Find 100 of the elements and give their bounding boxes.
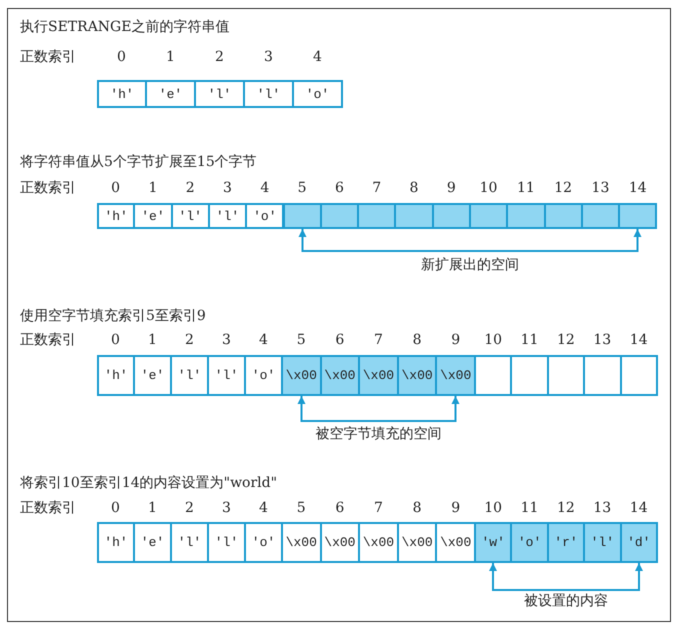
index-number: 14 <box>628 181 647 195</box>
index-number: 3 <box>222 501 231 515</box>
array-cell: \x00 <box>358 522 399 563</box>
array-cell: 'h' <box>97 80 147 108</box>
array-cell: \x00 <box>435 355 476 396</box>
index-number: 10 <box>484 333 502 347</box>
index-number: 1 <box>148 333 157 347</box>
array-cell: \x00 <box>396 522 438 563</box>
index-number: 3 <box>222 333 231 347</box>
edge-label: 新扩展出的空间 <box>421 258 519 272</box>
array-cell: 'l' <box>194 80 245 108</box>
array-cell: \x00 <box>320 522 360 563</box>
index-number: 4 <box>259 333 268 347</box>
edge-label: 被空字节填充的空间 <box>316 427 442 441</box>
index-number: 2 <box>186 181 195 195</box>
array-cell: 'o' <box>510 522 549 563</box>
index-number: 0 <box>111 501 120 515</box>
index-number: 5 <box>296 501 306 515</box>
array-cell: 'r' <box>546 522 586 563</box>
index-number: 5 <box>298 181 307 195</box>
index-number: 10 <box>480 181 498 195</box>
panel-heading: 执行SETRANGE之前的字符串值 <box>20 20 230 34</box>
index-number: 1 <box>148 501 157 515</box>
array-cell: 'o' <box>292 80 343 108</box>
array-cell: 'l' <box>583 522 622 563</box>
array-cell: 'h' <box>97 522 135 563</box>
empty-cell <box>620 355 658 396</box>
index-number: 2 <box>185 501 194 515</box>
index-number: 0 <box>111 333 120 347</box>
index-number: 12 <box>557 501 575 515</box>
array-cell: 'l' <box>208 203 248 229</box>
array-cell: 'e' <box>133 522 172 563</box>
bracket-arrow <box>298 396 460 422</box>
index-number: 12 <box>557 333 575 347</box>
panel-heading: 将字符串值从5个字节扩展至15个字节 <box>20 155 257 169</box>
index-number: 9 <box>451 501 460 515</box>
index-number: 8 <box>410 181 418 195</box>
index-number: 4 <box>313 50 322 64</box>
array-cell: 'l' <box>170 522 209 563</box>
row-label: 正数索引 <box>20 181 76 195</box>
index-number: 6 <box>334 181 344 195</box>
index-number: 12 <box>554 181 572 195</box>
array-cell: \x00 <box>320 355 360 396</box>
array-cell: \x00 <box>435 522 476 563</box>
index-number: 14 <box>630 333 648 347</box>
array-cell: 'l' <box>207 522 246 563</box>
empty-cell <box>583 355 622 396</box>
edge-label: 被设置的内容 <box>524 594 608 608</box>
index-number: 4 <box>260 181 270 195</box>
array-cell: 'o' <box>244 522 283 563</box>
bracket-arrow <box>298 229 642 252</box>
index-number: 0 <box>111 181 120 195</box>
index-number: 13 <box>593 501 612 515</box>
array-cell: 'd' <box>620 522 658 563</box>
array-cell: \x00 <box>396 355 438 396</box>
index-number: 8 <box>412 501 422 515</box>
array-cell: 'l' <box>243 80 294 108</box>
array-cell: 'l' <box>207 355 246 396</box>
array-cell: 'w' <box>474 522 512 563</box>
index-number: 4 <box>259 501 268 515</box>
row-label: 正数索引 <box>20 50 76 64</box>
index-number: 1 <box>148 181 158 195</box>
panel-heading: 将索引10至索引14的内容设置为"world" <box>20 476 278 490</box>
index-number: 13 <box>593 333 612 347</box>
index-number: 9 <box>451 333 460 347</box>
panel-heading: 使用空字节填充索引5至索引9 <box>20 309 206 323</box>
empty-cell <box>474 355 512 396</box>
index-number: 1 <box>166 50 175 64</box>
index-number: 2 <box>185 333 194 347</box>
index-number: 11 <box>516 181 535 195</box>
index-number: 5 <box>296 333 306 347</box>
index-number: 3 <box>223 181 232 195</box>
array-cell: 'o' <box>244 355 283 396</box>
row-label: 正数索引 <box>20 333 76 347</box>
index-number: 7 <box>374 333 383 347</box>
index-number: 0 <box>117 50 126 64</box>
index-number: 8 <box>412 333 422 347</box>
array-cell: 'l' <box>170 355 209 396</box>
bracket-arrow <box>489 563 643 591</box>
array-cell: 'h' <box>97 203 136 229</box>
index-number: 7 <box>372 181 382 195</box>
index-number: 10 <box>484 501 502 515</box>
array-cell: 'e' <box>133 355 172 396</box>
array-cell: 'h' <box>97 355 135 396</box>
index-number: 7 <box>374 501 383 515</box>
index-number: 14 <box>630 501 648 515</box>
array-cell: 'l' <box>170 203 210 229</box>
index-number: 2 <box>215 50 224 64</box>
empty-cell <box>510 355 549 396</box>
index-number: 9 <box>446 181 456 195</box>
index-number: 6 <box>335 501 344 515</box>
array-cell: 'e' <box>145 80 196 108</box>
array-cell: \x00 <box>358 355 399 396</box>
index-number: 13 <box>592 181 610 195</box>
array-cell: \x00 <box>281 522 322 563</box>
index-number: 11 <box>520 333 538 347</box>
empty-cell <box>546 355 586 396</box>
array-cell: 'o' <box>245 203 284 229</box>
index-number: 3 <box>264 50 273 64</box>
index-number: 6 <box>335 333 344 347</box>
